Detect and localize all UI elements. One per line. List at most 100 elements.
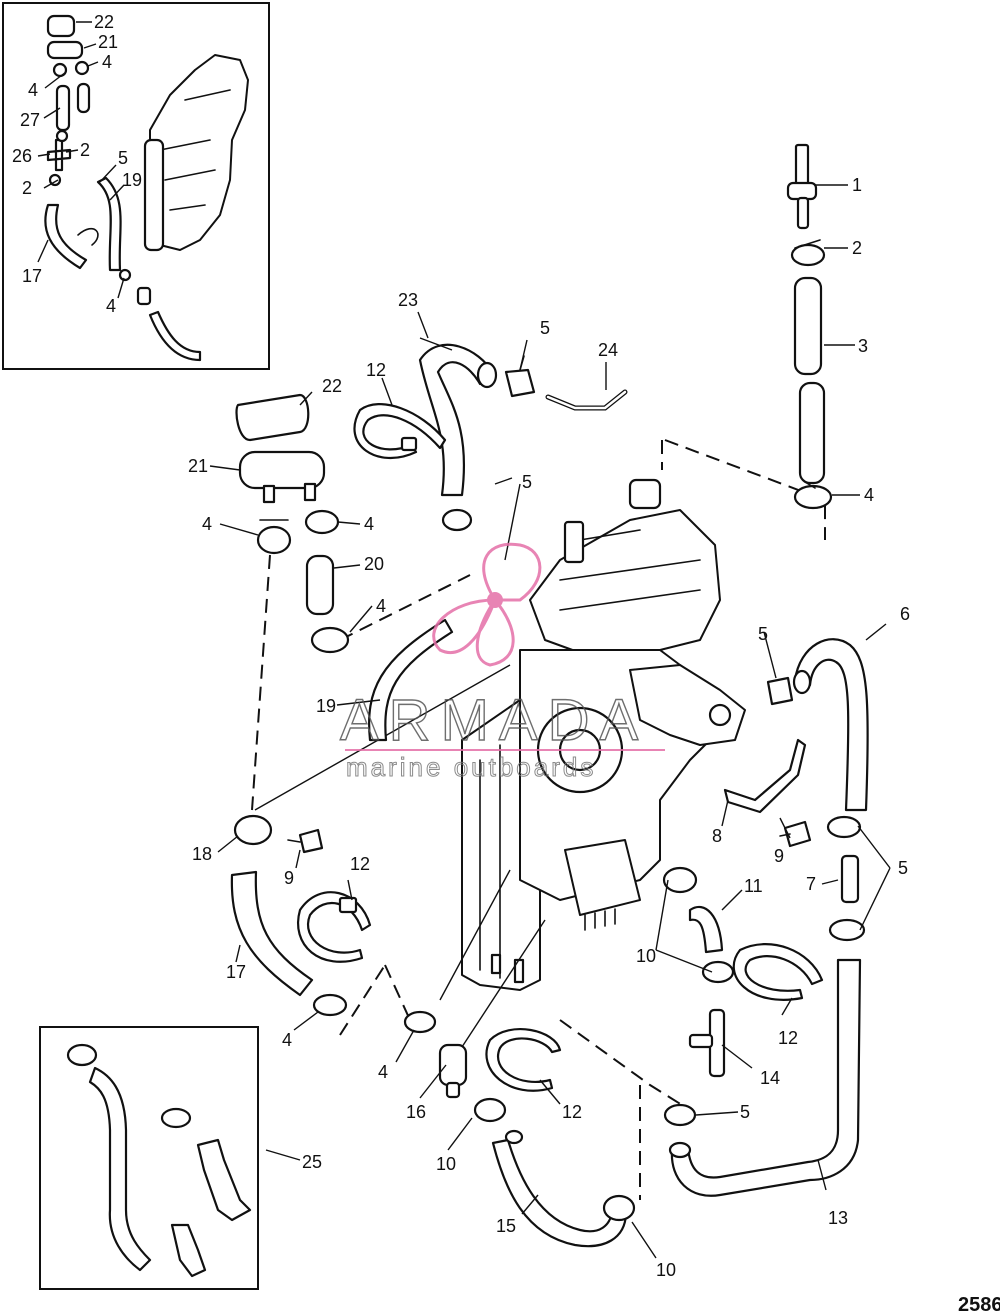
inset-strap [77, 228, 99, 246]
inset-callout-19: 19 [122, 170, 142, 190]
kit-clamp-b [160, 1107, 192, 1129]
callout-4-bottom-center: 4 [378, 1062, 388, 1082]
tank-nipple-a [490, 953, 502, 975]
logo-hub [487, 592, 503, 608]
inset-part-21-fitting [46, 40, 84, 60]
part-12-strap-right [732, 943, 824, 1001]
part-20-hose [305, 554, 335, 616]
part-5-clamp-bottom-right [663, 1103, 697, 1127]
part-10-clamp-mid [701, 960, 735, 984]
part-3-hose [793, 276, 826, 485]
part-5-clamp-right-lower [828, 918, 866, 942]
part-5-clamp-center [441, 508, 473, 532]
kit-25-frame [39, 1026, 259, 1290]
part-4-clamp-lower [310, 626, 350, 654]
inset-clamp-4b [74, 60, 90, 76]
part-2-clamp [790, 239, 826, 267]
callout-4-right: 4 [864, 485, 874, 505]
callout-12-right: 12 [778, 1028, 798, 1048]
electronic-module [564, 839, 641, 916]
part-10-clamp-upper [662, 866, 698, 894]
kit-check-valve [170, 1223, 207, 1278]
part-13-hose [668, 958, 862, 1197]
callout-4-lower: 4 [376, 596, 386, 616]
callout-24: 24 [598, 340, 618, 360]
callout-5-right: 5 [898, 858, 908, 878]
inset-callout-2-top: 2 [80, 140, 90, 160]
inset-part-22-cap [46, 14, 76, 38]
callout-21: 21 [188, 456, 208, 476]
inset-filter [136, 286, 152, 306]
inset-callout-22: 22 [94, 12, 114, 32]
callout-12-upper: 12 [366, 360, 386, 380]
callout-6: 6 [900, 604, 910, 624]
inset-callout-4-right: 4 [102, 52, 112, 72]
part-18-clamp [233, 814, 273, 846]
kit-clamp-a [66, 1043, 98, 1067]
part-22-cover [235, 393, 310, 442]
callout-14: 14 [760, 1068, 780, 1088]
callout-5-bottom-right: 5 [740, 1102, 750, 1122]
inset-callout-4-left: 4 [28, 80, 38, 100]
callout-25: 25 [302, 1152, 322, 1172]
callout-18: 18 [192, 844, 212, 864]
part-9-screw-left [287, 828, 324, 854]
inset-kit-25 [39, 1026, 259, 1290]
part-12-strap-bottom [485, 1028, 562, 1092]
inset-lower-hose [148, 310, 202, 362]
callout-2: 2 [852, 238, 862, 258]
inset-clamp-2a [55, 129, 69, 143]
inset-hose-19 [96, 176, 122, 272]
inset-vapor-tank [143, 138, 165, 252]
callout-13: 13 [828, 1208, 848, 1228]
callout-7: 7 [806, 874, 816, 894]
part-19-hose [368, 618, 454, 742]
throttle-boss [708, 703, 732, 727]
callout-17: 17 [226, 962, 246, 982]
kit-filter [196, 1138, 252, 1222]
callout-9-right: 9 [774, 846, 784, 866]
leader-lines [209, 184, 891, 1259]
kit-hose [88, 1066, 152, 1272]
callout-3: 3 [858, 336, 868, 356]
part-5-clamp-right-upper [766, 676, 794, 706]
callout-11: 11 [744, 876, 763, 896]
part-5-clamp-upper [504, 355, 536, 398]
callout-4-left: 4 [202, 514, 212, 534]
part-5-clamp-right-mid [826, 815, 862, 839]
part-9-screw-right [779, 820, 812, 848]
part-12-strap-upper [353, 403, 447, 460]
callout-5-upper: 5 [540, 318, 550, 338]
part-16-inline-filter [438, 1043, 468, 1099]
callout-4-bottom-left: 4 [282, 1030, 292, 1050]
part-21-fuel-fitting [238, 450, 326, 504]
inset-clamp-4c [118, 268, 132, 282]
callout-10-bottom: 10 [656, 1260, 676, 1280]
callout-12-left: 12 [350, 854, 370, 874]
inset-callout-4-bottom: 4 [106, 296, 116, 316]
callout-5-center: 5 [522, 472, 532, 492]
part-4-clamp-mid [304, 509, 340, 535]
callout-23: 23 [398, 290, 418, 310]
inset-tee-26 [46, 138, 72, 172]
callout-8: 8 [712, 826, 722, 846]
callout-22: 22 [322, 376, 342, 396]
part-10-clamp-bottom [602, 1194, 636, 1222]
callout-9-left: 9 [284, 868, 294, 888]
armada-propeller-logo [432, 542, 542, 667]
inset-callout-21: 21 [98, 32, 118, 52]
part-4-clamp-bottom-left [312, 993, 348, 1017]
callout-16: 16 [406, 1102, 426, 1122]
inset-overview: 22 21 4 4 27 2 26 5 2 19 17 4 [2, 2, 270, 370]
part-7-connector [840, 854, 860, 904]
part-10-clamp-bottom-center [473, 1097, 507, 1123]
manifold-fitting [628, 478, 662, 510]
callout-4-mid: 4 [364, 514, 374, 534]
part-23-elbow-hose [418, 343, 498, 497]
part-17-hose [230, 870, 314, 997]
inset-callout-5: 5 [118, 148, 128, 168]
part-11-hose [688, 905, 724, 954]
armada-watermark: ARMADA marine outboards [339, 542, 665, 783]
inset-callout-17: 17 [22, 266, 42, 286]
